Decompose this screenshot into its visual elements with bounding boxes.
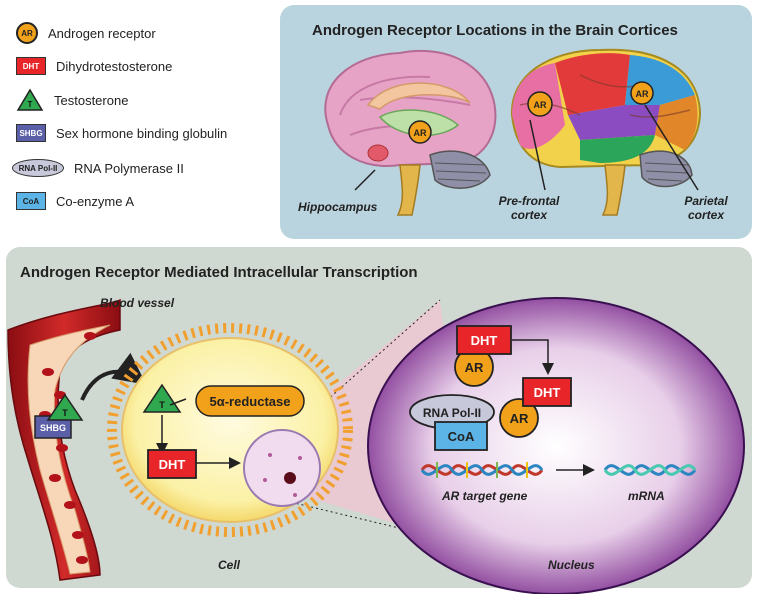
cell-nucleus xyxy=(243,429,321,507)
legend-label: RNA Polymerase II xyxy=(74,160,184,176)
parietal-caption-line1: Parietal xyxy=(684,194,728,208)
testosterone-symbol: T xyxy=(28,100,33,109)
testosterone-triangle-icon: T xyxy=(16,88,44,111)
legend-item-dht: DHT Dihydrotestosterone xyxy=(16,54,172,78)
parietal-caption-line2: cortex xyxy=(687,208,725,222)
right-brain-illustration: AR AR xyxy=(510,48,702,216)
parietal-caption: Parietal cortex xyxy=(676,194,736,222)
left-brain-illustration: AR xyxy=(324,49,497,216)
blood-vessel xyxy=(7,298,121,581)
mrna-label: mRNA xyxy=(628,489,665,503)
shbg-icon: SHBG xyxy=(16,124,46,142)
ar-badge-hippocampus: AR xyxy=(414,128,427,138)
testosterone-label-vessel: T xyxy=(62,408,68,418)
dht-label-cell: DHT xyxy=(159,457,186,472)
blood-vessel-label: Blood vessel xyxy=(100,296,175,310)
transcription-panel-title: Androgen Receptor Mediated Intracellular… xyxy=(20,264,418,281)
legend-label: Androgen receptor xyxy=(48,25,156,41)
brain-illustrations: AR AR AR xyxy=(324,48,702,216)
ar-complex: AR xyxy=(510,411,529,426)
legend-item-shbg: SHBG Sex hormone binding globulin xyxy=(16,121,227,145)
cell-membrane xyxy=(107,323,353,537)
legend-label: Sex hormone binding globulin xyxy=(56,125,228,141)
legend-item-rna-pol: RNA Pol-II RNA Polymerase II xyxy=(12,156,184,180)
ar-icon: AR xyxy=(16,22,38,44)
testosterone-triangle-vessel xyxy=(46,393,84,421)
dht-icon: DHT xyxy=(16,57,46,75)
nucleus-zoom xyxy=(367,297,745,594)
ar-target-gene-label: AR target gene xyxy=(442,489,528,503)
hippocampus-caption: Hippocampus xyxy=(298,200,378,214)
prefrontal-caption-line2: cortex xyxy=(510,208,548,222)
brain-panel-title: Androgen Receptor Locations in the Brain… xyxy=(312,22,678,39)
legend-item-ar: AR Androgen receptor xyxy=(16,21,156,45)
rna-pol-icon: RNA Pol-II xyxy=(12,159,64,177)
shbg-label: SHBG xyxy=(40,423,66,433)
reductase-pill xyxy=(195,385,305,417)
nucleolus xyxy=(284,472,296,484)
dna-helix xyxy=(420,462,544,478)
dht-complex: DHT xyxy=(534,385,561,400)
coa-label: CoA xyxy=(448,429,475,444)
mrna-helix xyxy=(603,464,697,476)
dht-box-cell xyxy=(147,449,197,479)
ar-badge-parietal: AR xyxy=(636,89,649,99)
reductase-label: 5α-reductase xyxy=(210,394,291,409)
dht-top: DHT xyxy=(471,333,498,348)
binding-arrow xyxy=(512,339,554,375)
ar-top: AR xyxy=(465,360,484,375)
transport-arrow xyxy=(80,352,147,401)
coa-icon: CoA xyxy=(16,192,46,210)
legend-label: Co-enzyme A xyxy=(56,193,135,209)
legend-item-testosterone: T Testosterone xyxy=(16,88,128,112)
prefrontal-caption: Pre-frontal cortex xyxy=(494,194,564,222)
legend-label: Dihydrotestosterone xyxy=(56,58,173,74)
nucleus-label: Nucleus xyxy=(548,558,595,572)
rna-pol-label: RNA Pol-II xyxy=(423,406,481,420)
legend-label: Testosterone xyxy=(54,92,129,108)
cell-label: Cell xyxy=(218,558,241,572)
legend-item-coa: CoA Co-enzyme A xyxy=(16,189,134,213)
prefrontal-caption-line1: Pre-frontal xyxy=(498,194,560,208)
testosterone-label-cell: T xyxy=(159,400,165,410)
ar-badge-prefrontal: AR xyxy=(534,100,547,110)
